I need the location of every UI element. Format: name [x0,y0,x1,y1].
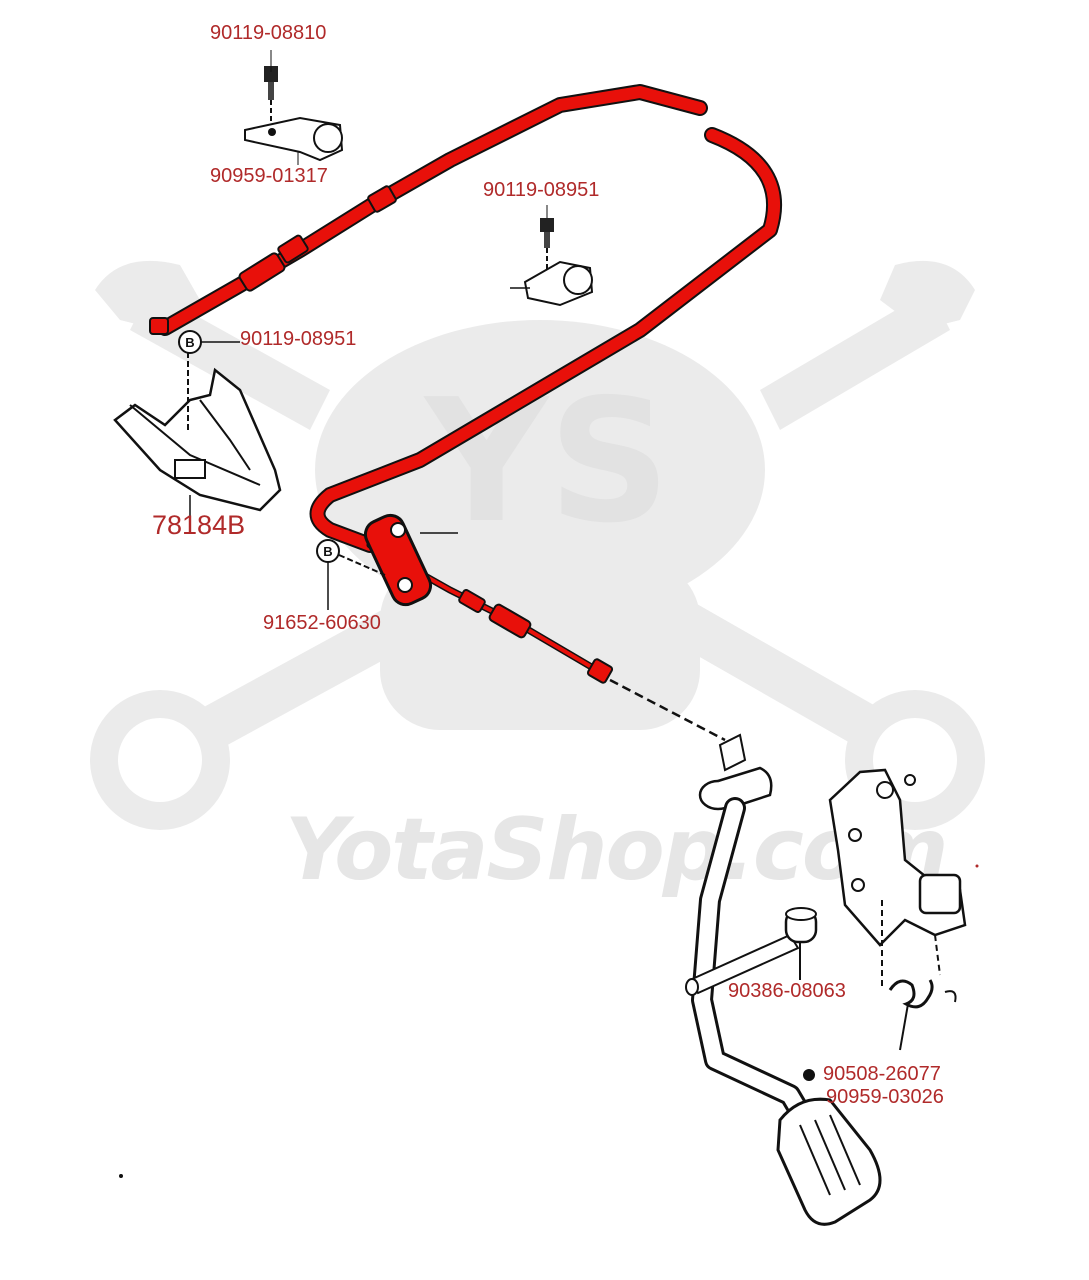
return-spring [888,979,957,1051]
label-bolt-left: 90119-08951 [240,328,357,350]
marker-b-2: B [316,539,386,610]
pedal-shaft [685,933,800,996]
pedal-clip [803,1069,830,1101]
label-grommet-clip: 91652-60630 [263,612,381,634]
label-pedal-clip: 90959-03026 [826,1086,944,1108]
marker-b-2-label: B [323,544,332,559]
bolt-mid [540,218,554,272]
label-bushing: 90386-08063 [728,980,846,1002]
pedal-bracket [828,768,967,990]
clamp-mid [510,260,594,307]
marker-b-1-label: B [185,335,194,350]
bushing [784,907,818,980]
bolt-top [264,66,278,125]
marker-b-1: B [178,330,240,354]
stray-dot [119,1174,123,1178]
label-spring: 90508-26077 [823,1063,941,1085]
cable-bracket [113,352,282,520]
label-bolt-mid: 90119-08951 [483,179,600,201]
cable-grommet [363,513,458,607]
accelerator-cable [149,84,782,684]
label-clamp-top: 90959-01317 [210,165,328,187]
label-bolt-top: 90119-08810 [210,22,327,44]
label-bracket: 78184B [152,510,246,540]
clamp-top [244,116,344,162]
stray-dot-red [975,864,979,868]
watermark-logo-text: YS [423,363,671,561]
pedal-arm [691,733,811,1123]
cable-to-pedal-link [609,678,726,742]
pedal-pad [776,1097,882,1226]
